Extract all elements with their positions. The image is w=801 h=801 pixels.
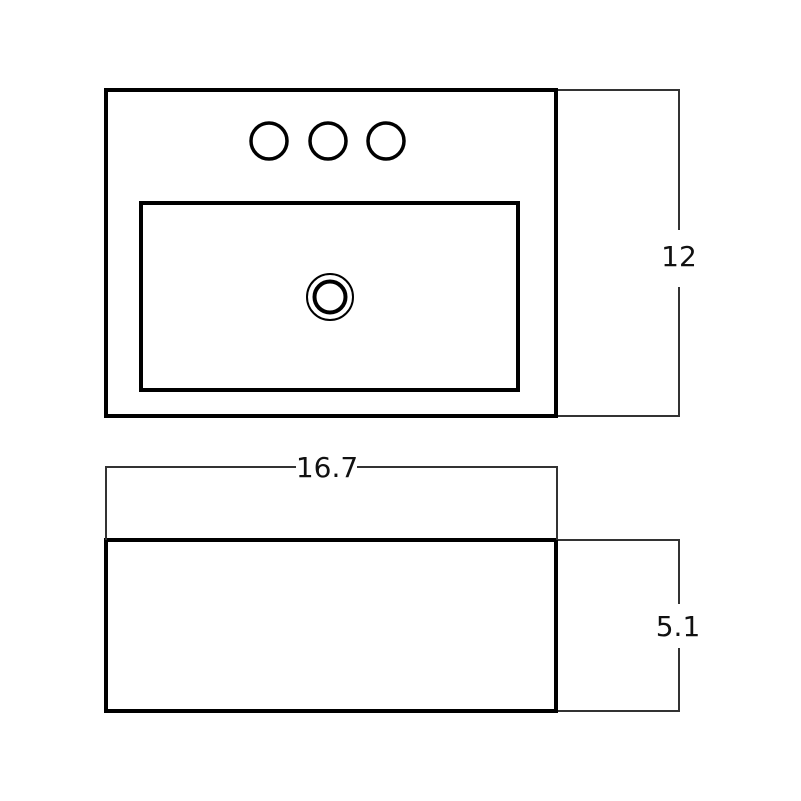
faucet-hole-icon [366,121,406,161]
basin-outline [139,201,520,392]
depth-label: 12 [661,240,697,273]
width-dimension: 16.7 [105,451,558,540]
depth-dimension: 12 [558,89,697,417]
sink-side-outline [104,538,558,713]
faucet-hole-icon [249,121,289,161]
width-label: 16.7 [296,451,358,484]
drain-icon [306,273,354,321]
height-label: 5.1 [656,610,701,643]
faucet-holes [249,121,406,161]
sink-outer-outline [104,88,558,418]
height-dimension: 5.1 [558,539,701,712]
side-view: 16.7 5.1 [104,451,701,713]
faucet-hole-icon [308,121,348,161]
top-view: 12 [104,88,697,418]
